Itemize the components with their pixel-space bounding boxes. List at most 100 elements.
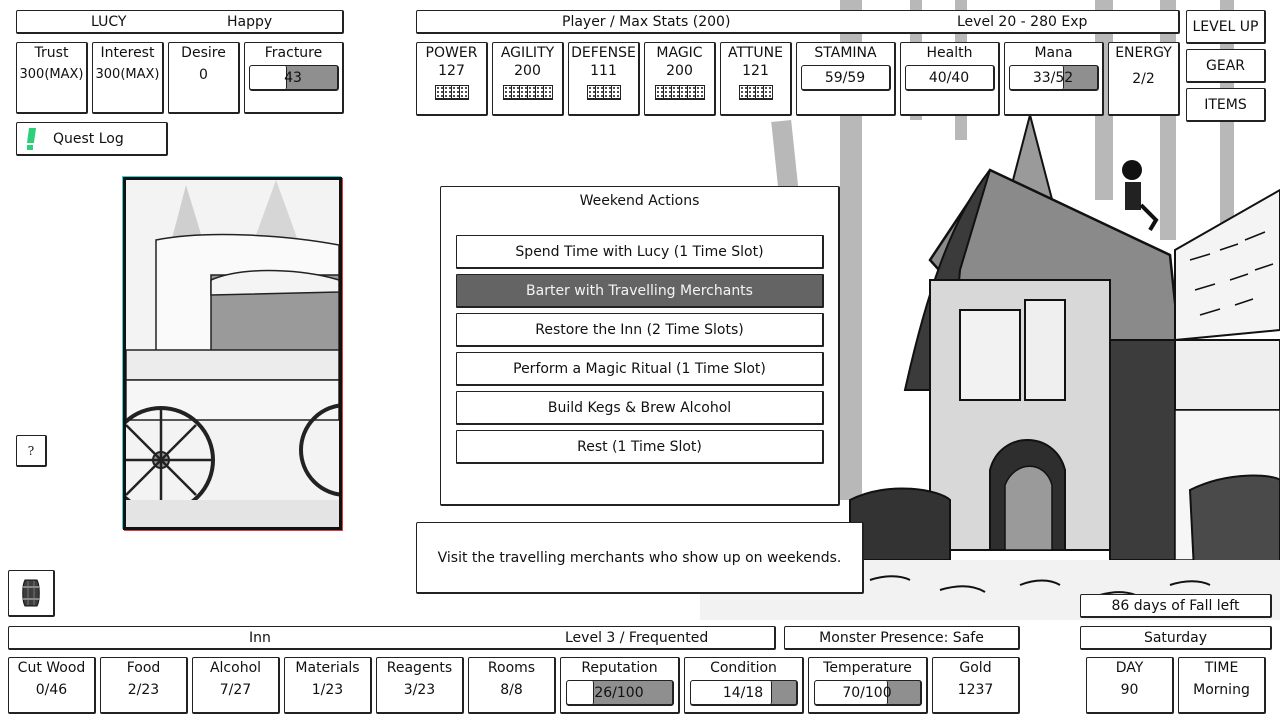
stat-label: Desire: [181, 45, 226, 61]
reputation-value: 26/100: [594, 684, 644, 701]
companion-name: LUCY: [91, 13, 127, 30]
stat-value: 0: [199, 67, 208, 83]
dice-icon: [502, 85, 553, 100]
action-restore-inn[interactable]: Restore the Inn (2 Time Slots): [456, 313, 824, 347]
weekend-actions-title: Weekend Actions: [579, 193, 700, 209]
barrel-button[interactable]: [8, 570, 55, 617]
inn-reputation: Reputation 26/100: [560, 657, 680, 714]
stat-label: MAGIC: [656, 45, 703, 61]
player-stats-header: Player / Max Stats (200) Level 20 - 280 …: [416, 10, 1180, 34]
stat-magic: MAGIC 200: [644, 42, 716, 116]
stat-health: Health 40/40: [900, 42, 1000, 116]
time-label: TIME: [1204, 660, 1239, 676]
season-days-left-text: 86 days of Fall left: [1111, 597, 1240, 614]
resource-cut-wood: Cut Wood 0/46: [8, 657, 96, 714]
stat-value: 200: [514, 63, 541, 79]
quest-log-label: Quest Log: [53, 130, 124, 147]
stat-value: 2/2: [1132, 71, 1155, 87]
season-days-left: 86 days of Fall left: [1080, 594, 1272, 618]
health-meter: 40/40: [904, 65, 995, 91]
resource-label: Materials: [295, 660, 360, 676]
day-label: DAY: [1115, 660, 1144, 676]
quest-log-button[interactable]: Quest Log: [16, 122, 168, 156]
inn-scene-illustration: [700, 0, 1280, 620]
gold-value: 1237: [957, 682, 994, 698]
stat-energy: ENERGY 2/2: [1108, 42, 1180, 116]
level-up-label: LEVEL UP: [1192, 18, 1259, 35]
inn-header: Inn Level 3 / Frequented: [8, 626, 776, 650]
action-brew-alcohol[interactable]: Build Kegs & Brew Alcohol: [456, 391, 824, 425]
resource-label: Alcohol: [209, 660, 262, 676]
companion-header: LUCY Happy: [16, 10, 344, 34]
calendar-time: TIME Morning: [1178, 657, 1266, 714]
resource-value: 1/23: [311, 682, 344, 698]
player-stats-title: Player / Max Stats (200): [562, 13, 731, 30]
monster-presence: Monster Presence: Safe: [784, 626, 1020, 650]
action-label: Barter with Travelling Merchants: [526, 282, 753, 299]
resource-label: Rooms: [487, 660, 536, 676]
stat-power: POWER 127: [416, 42, 488, 116]
weekend-actions-panel: Weekend Actions Spend Time with Lucy (1 …: [440, 186, 840, 506]
temperature-label: Temperature: [823, 660, 912, 676]
stat-label: Mana: [1034, 45, 1073, 61]
exclamation-icon: [26, 127, 37, 150]
action-rest[interactable]: Rest (1 Time Slot): [456, 430, 824, 464]
action-description: Visit the travelling merchants who show …: [416, 522, 864, 594]
action-barter-merchants[interactable]: Barter with Travelling Merchants: [456, 274, 824, 308]
gear-label: GEAR: [1206, 57, 1245, 74]
time-value: Morning: [1193, 682, 1250, 698]
fracture-meter: 43: [248, 65, 339, 91]
action-label: Restore the Inn (2 Time Slots): [535, 321, 744, 338]
companion-stat-trust: Trust 300(MAX): [16, 42, 88, 114]
stat-label: STAMINA: [814, 45, 877, 61]
resource-value: 2/23: [127, 682, 160, 698]
companion-stat-fracture: Fracture 43: [244, 42, 344, 114]
stat-label: Health: [926, 45, 973, 61]
dice-icon: [654, 85, 705, 100]
action-label: Spend Time with Lucy (1 Time Slot): [515, 243, 764, 260]
resource-label: Cut Wood: [17, 660, 86, 676]
dice-icon: [738, 85, 773, 100]
stat-value: 200: [666, 63, 693, 79]
stat-label: ATTUNE: [728, 45, 783, 61]
action-magic-ritual[interactable]: Perform a Magic Ritual (1 Time Slot): [456, 352, 824, 386]
mana-meter: 33/52: [1008, 65, 1099, 91]
inn-gold: Gold 1237: [932, 657, 1020, 714]
companion-stat-desire: Desire 0: [168, 42, 240, 114]
stat-mana: Mana 33/52: [1004, 42, 1104, 116]
help-button[interactable]: ?: [16, 435, 47, 467]
calendar-day: DAY 90: [1086, 657, 1174, 714]
level-up-button[interactable]: LEVEL UP: [1186, 10, 1266, 44]
stat-attune: ATTUNE 121: [720, 42, 792, 116]
resource-value: 8/8: [500, 682, 523, 698]
day-value: 90: [1120, 682, 1139, 698]
action-spend-time-lucy[interactable]: Spend Time with Lucy (1 Time Slot): [456, 235, 824, 269]
stat-value: 300(MAX): [95, 67, 160, 82]
player-level: Level 20 - 280 Exp: [957, 13, 1088, 30]
stat-label: Interest: [100, 45, 155, 61]
merchant-wagon-illustration: [123, 177, 342, 530]
barrel-icon: [22, 579, 40, 607]
gear-button[interactable]: GEAR: [1186, 49, 1266, 83]
stamina-meter: 59/59: [800, 65, 891, 91]
stat-label: ENERGY: [1115, 45, 1172, 61]
items-button[interactable]: ITEMS: [1186, 88, 1266, 122]
reputation-label: Reputation: [581, 660, 658, 676]
inn-condition: Condition 14/18: [684, 657, 804, 714]
dice-icon: [586, 85, 621, 100]
resource-value: 3/23: [403, 682, 436, 698]
help-label: ?: [27, 443, 35, 458]
stat-defense: DEFENSE 111: [568, 42, 640, 116]
companion-stat-interest: Interest 300(MAX): [92, 42, 164, 114]
weekday-text: Saturday: [1143, 629, 1208, 646]
stat-agility: AGILITY 200: [492, 42, 564, 116]
stat-label: DEFENSE: [571, 45, 636, 61]
health-value: 40/40: [928, 69, 970, 86]
resource-value: 0/46: [35, 682, 68, 698]
monster-presence-text: Monster Presence: Safe: [819, 629, 984, 646]
inn-level: Level 3 / Frequented: [565, 629, 709, 646]
resource-food: Food 2/23: [100, 657, 188, 714]
stat-label: Trust: [34, 45, 69, 61]
stat-label: AGILITY: [500, 45, 555, 61]
stat-value: 127: [438, 63, 465, 79]
